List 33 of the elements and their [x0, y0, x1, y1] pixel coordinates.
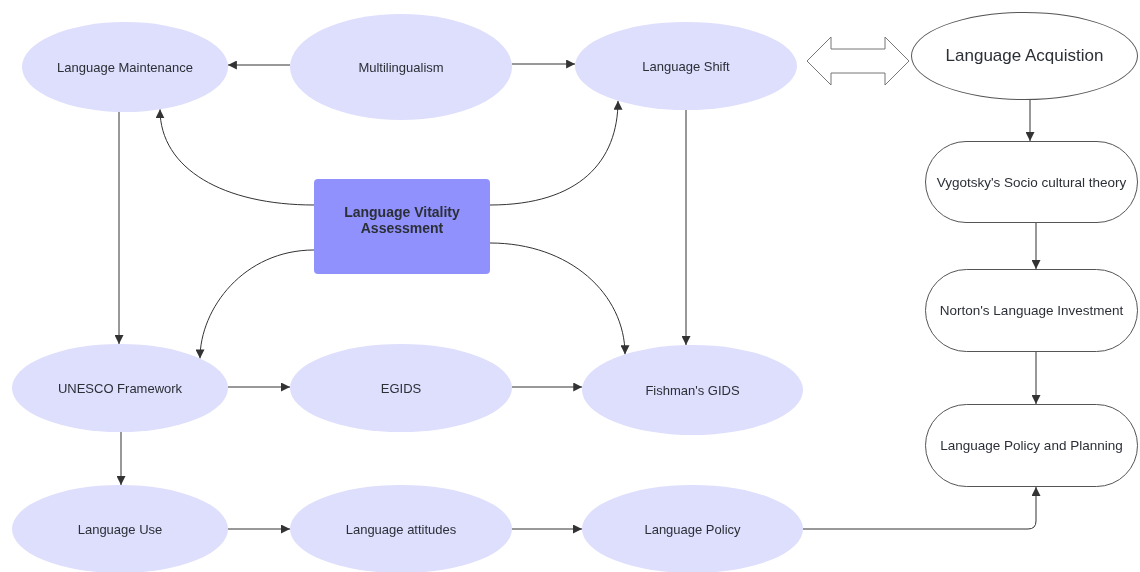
arrow [511, 382, 583, 392]
node-label: Language Acquistion [945, 46, 1104, 66]
arrow [196, 249, 315, 359]
node-label: Language Shift [642, 58, 730, 74]
arrow [1031, 222, 1041, 270]
arrow [1031, 351, 1041, 405]
arrow [489, 242, 629, 355]
node-label: Language Vitality Assessment [343, 203, 461, 236]
node-label: Multilingualism [358, 59, 444, 75]
node-label: Norton's Language Investment [939, 303, 1124, 318]
arrow [114, 111, 124, 345]
node-label: Language Policy and Planning [940, 438, 1123, 453]
central-box [314, 179, 490, 274]
double-block-arrow [806, 36, 910, 86]
node-label: Fishman's GIDS [645, 382, 740, 398]
arrow [227, 60, 291, 70]
node-label: UNESCO Framework [57, 380, 183, 396]
node-label: Language Use [77, 521, 163, 537]
arrow [681, 109, 691, 346]
arrow [227, 524, 291, 534]
arrow [802, 486, 1041, 530]
arrow [156, 108, 315, 206]
arrow [511, 524, 583, 534]
arrow [116, 431, 126, 486]
node-label: Language Maintenance [57, 59, 193, 75]
node-label: Language attitudes [345, 521, 457, 537]
node-label: Language Policy [644, 521, 741, 537]
arrow [227, 382, 291, 392]
arrow [511, 59, 576, 69]
node-label: EGIDS [380, 380, 422, 396]
arrow [1025, 99, 1035, 142]
arrow [489, 100, 622, 206]
node-label: Vygotsky's Socio cultural theory [936, 174, 1127, 190]
